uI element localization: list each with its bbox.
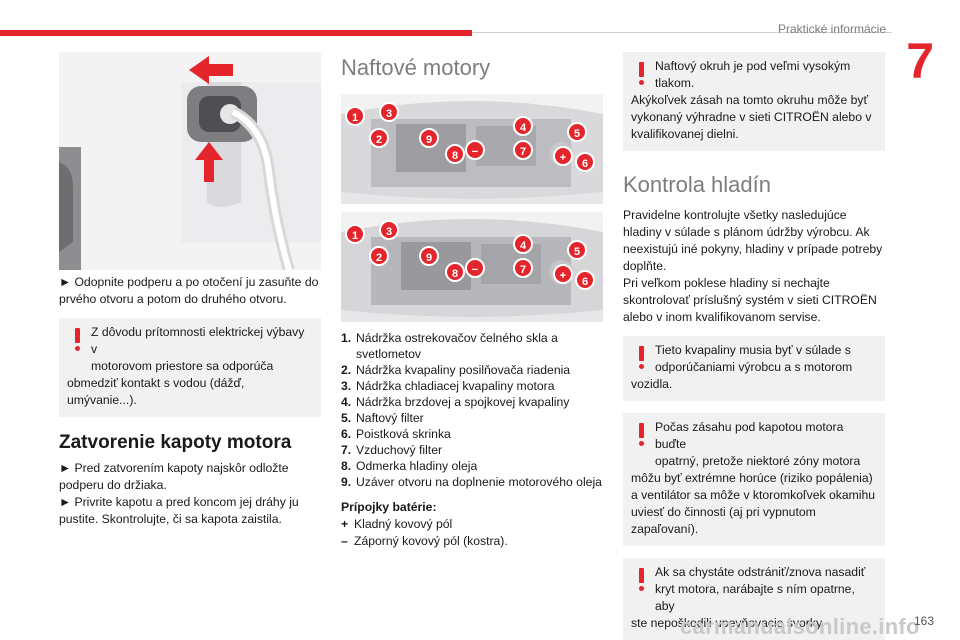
warning-icon [639,62,645,85]
column-middle: Naftové motory 1 2 3 4 5 6 7 8 9 − + [341,52,603,550]
callout-3: 3 [379,102,399,122]
callout-4: 4 [513,234,533,254]
section-title-levels: Kontrola hladín [623,172,771,197]
list-item: 6.Poistková skrinka [341,427,451,441]
battery-positive: +Kladný kovový pól [341,517,453,531]
battery-title: Prípojky batérie: [341,500,437,514]
hood-prop-illustration [59,52,321,270]
page-number: 163 [913,614,934,628]
callout-minus: − [465,140,485,160]
section-title-diesel: Naftové motory [341,55,491,80]
watermark: carmanualsonline.info [680,614,920,639]
callout-6: 6 [575,152,595,172]
callout-1: 1 [345,224,365,244]
engine-bay-image-1: 1 2 3 4 5 6 7 8 9 − + [341,94,603,204]
warning-line-1: Z dôvodu prítomnosti elektrickej výbavy … [91,325,305,356]
engine-bay-image-2: 1 2 3 4 5 6 7 8 9 − + [341,212,603,322]
close-step-1: ► Pred zatvorením kapoty najskôr odložte… [59,461,289,492]
callout-2: 2 [369,128,389,148]
warning-icon [639,568,645,591]
list-item: 5.Naftový filter [341,411,424,425]
callout-3: 3 [379,220,399,240]
list-item: 3.Nádržka chladiacej kvapaliny motora [341,379,555,393]
warning-hot-zones: Počas zásahu pod kapotou motora buďte op… [623,413,885,546]
callout-4: 4 [513,116,533,136]
callout-2: 2 [369,246,389,266]
callout-5: 5 [567,122,587,142]
battery-negative: –Záporný kovový pól (kostra). [341,534,508,548]
callout-7: 7 [513,258,533,278]
warning-electrical: Z dôvodu prítomnosti elektrickej výbavy … [59,318,321,417]
warning-line-2: motorovom priestore sa odporúča [91,359,274,373]
callout-7: 7 [513,140,533,160]
chapter-number: 7 [906,33,934,89]
header-divider [472,32,892,33]
arrow-left-icon [189,56,233,84]
levels-paragraph-1: Pravidelne kontrolujte všetky nasledujúc… [623,208,883,273]
callout-8: 8 [445,262,465,282]
callout-plus: + [553,146,573,166]
list-item: 9.Uzáver otvoru na doplnenie motorového … [341,475,602,489]
column-left: ► Odopnite podperu a po otočení ju zasuň… [59,52,321,528]
callout-6: 6 [575,270,595,290]
warning-icon [639,346,645,369]
callout-5: 5 [567,240,587,260]
callout-8: 8 [445,144,465,164]
warning-diesel-pressure: Naftový okruh je pod veľmi vysokým tlako… [623,52,885,151]
instruction-text: ► Odopnite podperu a po otočení ju zasuň… [59,275,319,306]
close-step-2: ► Privrite kapotu a pred koncom jej dráh… [59,495,299,526]
list-item: 4.Nádržka brzdovej a spojkovej kvapaliny [341,395,570,409]
chapter-title: Praktické informácie [777,22,886,36]
hood-prop-rod-drawing [59,52,321,270]
column-right: Naftový okruh je pod veľmi vysokým tlako… [623,52,885,640]
arrow-up-icon [195,142,223,182]
callout-1: 1 [345,106,365,126]
section-title-close-hood: Zatvorenie kapoty motora [59,432,292,453]
callout-minus: − [465,258,485,278]
warning-icon [75,328,81,351]
warning-icon [639,423,645,446]
levels-paragraph-2: Pri veľkom poklese hladiny si nechajte s… [623,276,877,324]
warning-rest: obmedziť kontakt s vodou (dážď, umývanie… [67,376,245,407]
header-accent-bar [0,30,472,36]
warning-fluids: Tieto kvapaliny musia byť v súlade s odp… [623,336,885,401]
list-item: 1.Nádržka ostrekovačov čelného skla a sv… [341,331,558,361]
list-item: 8.Odmerka hladiny oleja [341,459,478,473]
callout-9: 9 [419,128,439,148]
callout-plus: + [553,264,573,284]
callout-9: 9 [419,246,439,266]
list-item: 7.Vzduchový filter [341,443,443,457]
parts-list: 1.Nádržka ostrekovačov čelného skla a sv… [341,330,603,490]
warning-engine-cover: Ak sa chystáte odstrániť/znova nasadiť k… [623,558,885,640]
list-item: 2.Nádržka kvapaliny posilňovača riadenia [341,363,571,377]
